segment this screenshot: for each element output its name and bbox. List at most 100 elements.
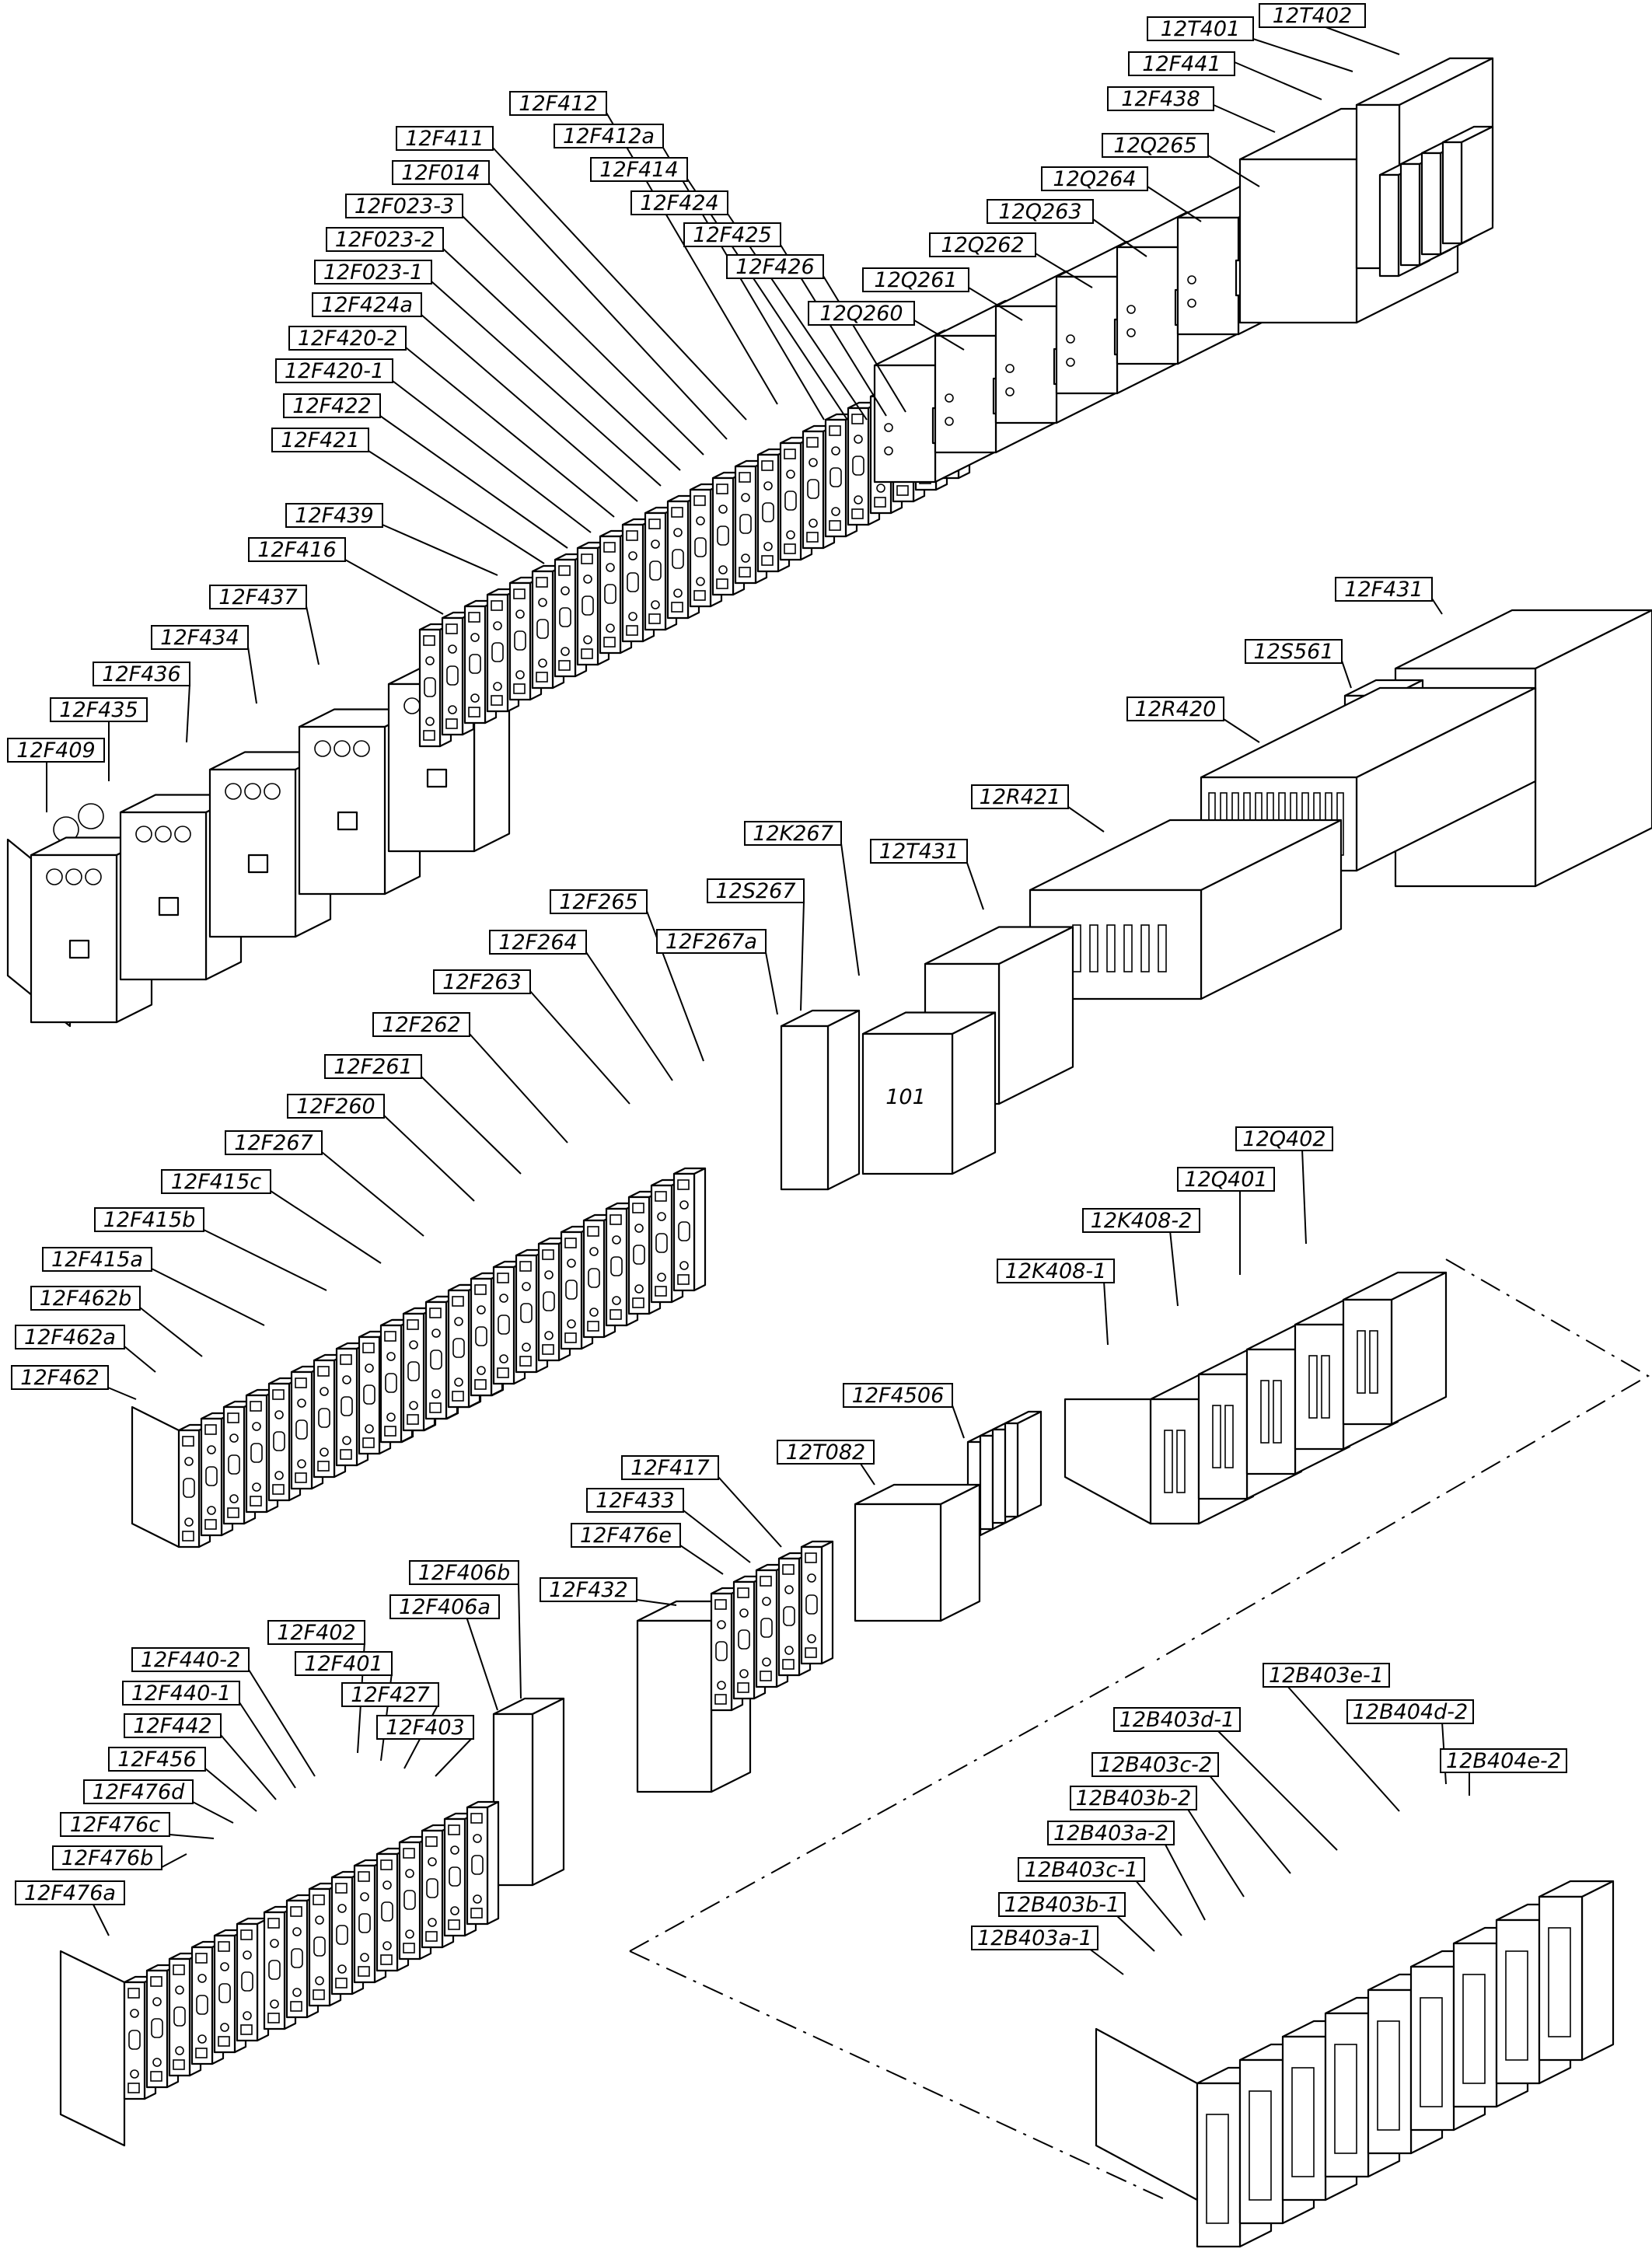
label-text: 12K408-1 (1005, 1259, 1107, 1283)
label-text: 12F023-3 (354, 194, 454, 218)
component-label-12f417: 12F417 (621, 1455, 719, 1480)
label-text: 12F412a (563, 124, 655, 148)
label-box (656, 929, 767, 954)
label-text: 12F476a (24, 1881, 116, 1905)
label-box (707, 878, 805, 903)
label-box (15, 1880, 125, 1905)
label-text: 12S267 (715, 879, 795, 903)
leader-line (442, 248, 681, 471)
component-label-12f267: 12F267 (225, 1130, 323, 1155)
label-text: 12F023-1 (323, 260, 423, 285)
component-label-12r421: 12R421 (971, 784, 1069, 809)
label-box (590, 157, 688, 182)
label-box (1113, 1707, 1241, 1732)
label-box (1147, 16, 1254, 41)
leader-line (529, 990, 630, 1105)
label-text: 12F267 (234, 1131, 313, 1155)
label-text: 12F476b (61, 1846, 154, 1870)
label-text: 12F414 (599, 158, 678, 182)
mid-row-breaker (800, 1540, 834, 1665)
label-text: 12F422 (292, 394, 371, 418)
label-text: 12B404d-2 (1353, 1700, 1468, 1724)
label-text: 12F262 (382, 1013, 460, 1037)
component-label-12f441: 12F441 (1128, 51, 1235, 76)
component-label-12f265: 12F265 (550, 889, 648, 914)
leader-line (220, 1734, 277, 1800)
label-box (971, 1926, 1098, 1950)
label-text: 12F411 (405, 127, 484, 151)
label-text: 12F4506 (852, 1384, 945, 1408)
component-label-12f425: 12F425 (683, 222, 781, 247)
label-box (997, 1259, 1115, 1283)
component-label-12f023-3: 12F023-3 (345, 194, 463, 218)
leader-line (248, 1669, 316, 1777)
label-text: 12B404e-2 (1446, 1749, 1561, 1773)
leader-line (405, 347, 615, 518)
leader-line (151, 1268, 265, 1326)
label-text: 12F426 (735, 255, 814, 279)
component-label-12k408-1: 12K408-1 (997, 1259, 1115, 1283)
component-label-12f261: 12F261 (324, 1054, 422, 1079)
component-label-12f440-2: 12F440-2 (131, 1647, 250, 1672)
label-text: 12R420 (1135, 697, 1217, 721)
label-box (326, 227, 444, 252)
label-text: 12Q265 (1113, 134, 1196, 158)
label-box (1107, 86, 1214, 111)
label-text: 12F456 (117, 1747, 196, 1772)
leader-line (1321, 25, 1400, 55)
relay-base (1063, 1398, 1152, 1525)
breaker-12f406 (492, 1697, 565, 1887)
label-text: 12F406b (418, 1561, 511, 1585)
component-label-12f263: 12F263 (433, 969, 531, 994)
label-text: 12F440-2 (141, 1648, 240, 1672)
leader-line (679, 1545, 724, 1575)
leader-line (421, 314, 638, 502)
component-label-12q264: 12Q264 (1041, 166, 1148, 191)
dash-boundary (1150, 1259, 1650, 1664)
component-label-12f415a: 12F415a (42, 1247, 152, 1272)
leader-line (344, 559, 444, 615)
label-text: 12Q262 (941, 233, 1024, 257)
component-label-12f411: 12F411 (396, 126, 494, 151)
component-label-12f476e: 12F476e (571, 1523, 681, 1548)
label-text: 12F438 (1121, 87, 1200, 111)
label-text: 12F440-1 (131, 1681, 231, 1706)
label-box (283, 393, 381, 418)
label-text: 12F462a (24, 1325, 116, 1349)
label-box (372, 1012, 470, 1037)
component-label-12f431: 12F431 (1335, 577, 1433, 602)
label-box (376, 1715, 474, 1740)
component-label-12f476d: 12F476d (83, 1779, 194, 1804)
component-label-12f476a: 12F476a (15, 1880, 125, 1905)
leader-line (966, 862, 984, 910)
lower-row-right-breaker (672, 1167, 707, 1292)
leader-line (1103, 1280, 1109, 1346)
label-text: 12F462 (20, 1366, 99, 1390)
leader-line (466, 1616, 498, 1711)
leader-line (93, 1904, 110, 1936)
label-box (267, 1620, 365, 1645)
label-text: 12F403 (386, 1716, 464, 1740)
leader-line (968, 287, 1023, 321)
label-box (409, 1560, 519, 1585)
label-text: 12R421 (980, 785, 1061, 809)
dash-boundary (629, 1950, 1167, 2201)
component-label-12f424: 12F424 (630, 190, 728, 215)
label-text: 12B403b-2 (1076, 1786, 1191, 1810)
leader-line (800, 901, 805, 1011)
leader-line (169, 1834, 215, 1839)
label-text: 12K408-2 (1091, 1209, 1193, 1233)
label-text: 12F427 (351, 1683, 429, 1707)
label-text: 12F437 (218, 585, 297, 609)
label-box (744, 821, 842, 846)
label-text: 12B403a-2 (1053, 1821, 1168, 1845)
component-label-12f435: 12F435 (50, 697, 148, 722)
label-text: 12F267a (665, 930, 757, 954)
label-text: 12F412 (519, 92, 597, 116)
leader-line (1186, 1807, 1245, 1898)
label-box (314, 260, 432, 285)
label-box (30, 1286, 141, 1311)
label-text: 12F433 (595, 1489, 674, 1513)
leader-line (1216, 1729, 1338, 1851)
leader-line (368, 450, 545, 564)
